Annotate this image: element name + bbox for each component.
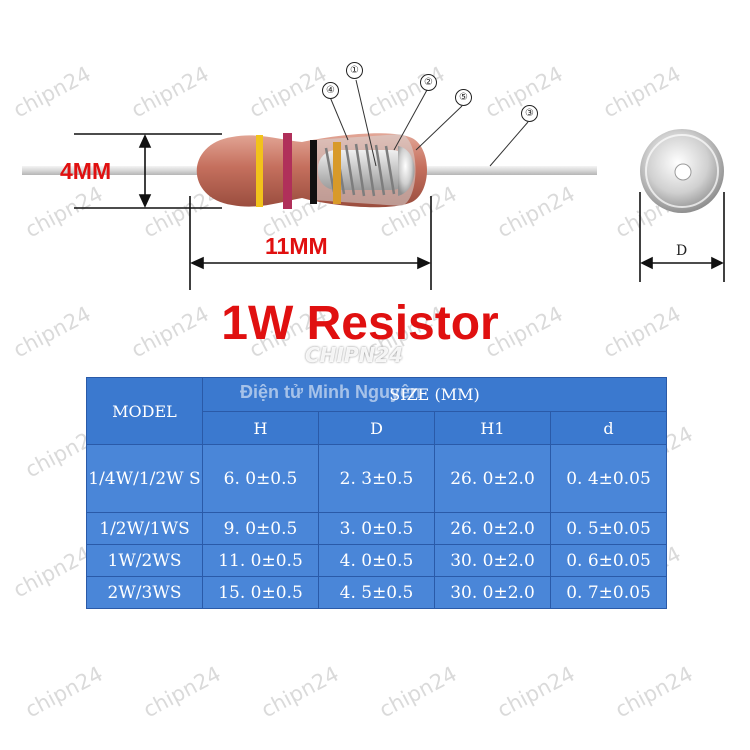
d-cell: 2. 3±0.5	[318, 444, 435, 513]
d-cell: 4. 0±0.5	[318, 544, 435, 577]
model-cell: 1/4W/1/2W S	[86, 444, 203, 513]
callout-1: ①	[346, 62, 363, 79]
table-row: 1/2W/1WS 9. 0±0.5 3. 0±0.5 26. 0±2.0 0. …	[86, 512, 667, 545]
band-black	[310, 140, 317, 204]
length-dimension	[189, 196, 432, 290]
lead-d-cell: 0. 5±0.05	[550, 512, 667, 545]
callout-3: ③	[521, 105, 538, 122]
column-header-d: D	[318, 411, 435, 445]
table-watermark: Điện tử Minh Nguyên	[240, 382, 422, 402]
d-cell: 3. 0±0.5	[318, 512, 435, 545]
model-cell: 2W/3WS	[86, 576, 203, 609]
end-cap	[398, 146, 415, 196]
lead-d-cell: 0. 7±0.05	[550, 576, 667, 609]
callout-leaders	[329, 79, 529, 167]
h-cell: 11. 0±0.5	[202, 544, 319, 577]
right-lead	[425, 166, 597, 175]
h-cell: 9. 0±0.5	[202, 512, 319, 545]
h-cell: 15. 0±0.5	[202, 576, 319, 609]
left-lead	[22, 166, 200, 175]
brand-watermark: CHIPN24	[305, 343, 404, 367]
callout-4: ④	[322, 82, 339, 99]
h1-cell: 26. 0±2.0	[434, 444, 551, 513]
table-row: 2W/3WS 15. 0±0.5 4. 5±0.5 30. 0±2.0 0. 7…	[86, 576, 667, 609]
band-violet	[283, 133, 292, 209]
diameter-label: D	[676, 243, 688, 259]
end-view	[640, 129, 724, 213]
callout-2: ②	[420, 74, 437, 91]
height-dimension	[74, 133, 222, 209]
model-cell: 1/2W/1WS	[86, 512, 203, 545]
column-header-h: H	[202, 411, 319, 445]
h1-cell: 30. 0±2.0	[434, 544, 551, 577]
size-header: SIZE (MM)	[202, 377, 667, 412]
diagram-title: 1W Resistor	[221, 297, 499, 350]
model-cell: 1W/2WS	[86, 544, 203, 577]
band-gold	[333, 142, 341, 204]
length-label: 11MM	[265, 233, 328, 259]
h1-cell: 26. 0±2.0	[434, 512, 551, 545]
callout-5: ⑤	[455, 89, 472, 106]
height-label: 4MM	[60, 158, 112, 184]
column-header-h1: H1	[434, 411, 551, 445]
h-cell: 6. 0±0.5	[202, 444, 319, 513]
band-yellow	[256, 135, 263, 207]
table-row: 1W/2WS 11. 0±0.5 4. 0±0.5 30. 0±2.0 0. 6…	[86, 544, 667, 577]
lead-d-cell: 0. 6±0.05	[550, 544, 667, 577]
model-header: MODEL	[86, 377, 203, 445]
table-row: 1/4W/1/2W S 6. 0±0.5 2. 3±0.5 26. 0±2.0 …	[86, 444, 667, 513]
diameter-dimension	[639, 192, 725, 282]
d-cell: 4. 5±0.5	[318, 576, 435, 609]
lead-d-cell: 0. 4±0.05	[550, 444, 667, 513]
h1-cell: 30. 0±2.0	[434, 576, 551, 609]
spec-table: MODEL SIZE (MM) H D H1 d 1/4W/1/2W S 6. …	[86, 377, 667, 609]
column-header-lead-d: d	[550, 411, 667, 445]
